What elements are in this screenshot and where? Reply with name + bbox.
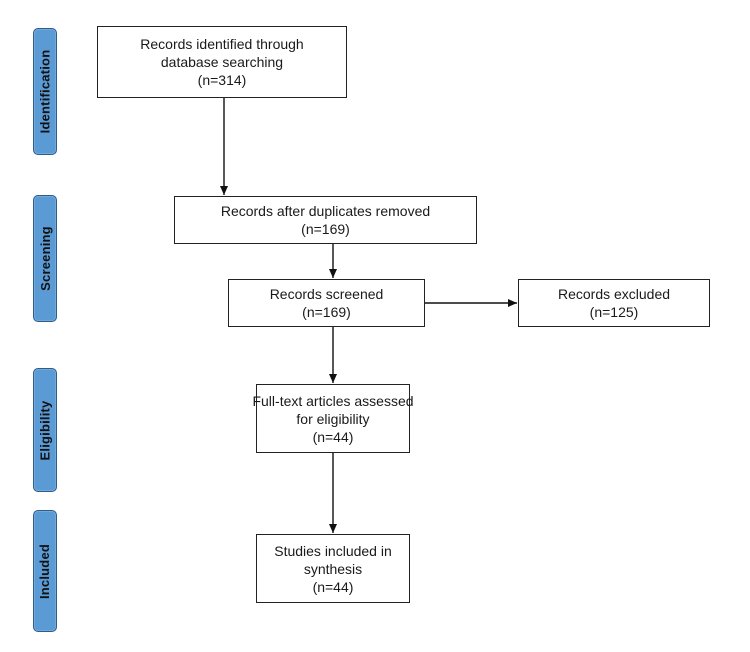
phase-label-identification: Identification xyxy=(37,49,53,134)
records-identified-line-1: Records identified through xyxy=(140,36,304,52)
records-screened-count: (n=169) xyxy=(302,304,351,320)
phase-tab-included: Included xyxy=(33,510,57,632)
duplicates-removed-label: Records after duplicates removed xyxy=(220,203,431,219)
phase-label-eligibility: Eligibility xyxy=(37,400,53,460)
studies-included-line-2: synthesis xyxy=(303,560,363,577)
full-text-assessed-line-2: for eligibility xyxy=(296,410,370,427)
duplicates-removed-box: Records after duplicates removed (n=169) xyxy=(174,196,477,244)
records-identified-box: Records identified through database sear… xyxy=(97,26,347,98)
studies-included-line-1: Studies included in xyxy=(274,542,392,559)
records-screened-label: Records screened xyxy=(269,286,384,302)
full-text-assessed-box: Full-text articles assessed for eligibil… xyxy=(252,384,414,453)
records-excluded-box: Records excluded (n=125) xyxy=(518,279,710,327)
records-identified-line-2: database searching xyxy=(160,54,284,70)
records-excluded-count: (n=125) xyxy=(589,304,639,320)
phase-label-included: Included xyxy=(37,543,53,599)
records-excluded-label: Records excluded xyxy=(557,286,671,302)
full-text-assessed-count: (n=44) xyxy=(312,428,354,445)
phase-label-screening: Screening xyxy=(37,226,53,291)
records-screened-box: Records screened (n=169) xyxy=(228,279,425,327)
duplicates-removed-count: (n=169) xyxy=(301,221,350,237)
phase-tab-screening: Screening xyxy=(33,195,57,322)
studies-included-count: (n=44) xyxy=(312,578,354,595)
phase-tab-eligibility: Eligibility xyxy=(33,368,57,492)
phase-tab-identification: Identification xyxy=(33,28,57,155)
records-identified-count: (n=314) xyxy=(197,72,247,88)
studies-included-box: Studies included in synthesis (n=44) xyxy=(256,534,410,603)
full-text-assessed-line-1: Full-text articles assessed xyxy=(252,392,414,409)
